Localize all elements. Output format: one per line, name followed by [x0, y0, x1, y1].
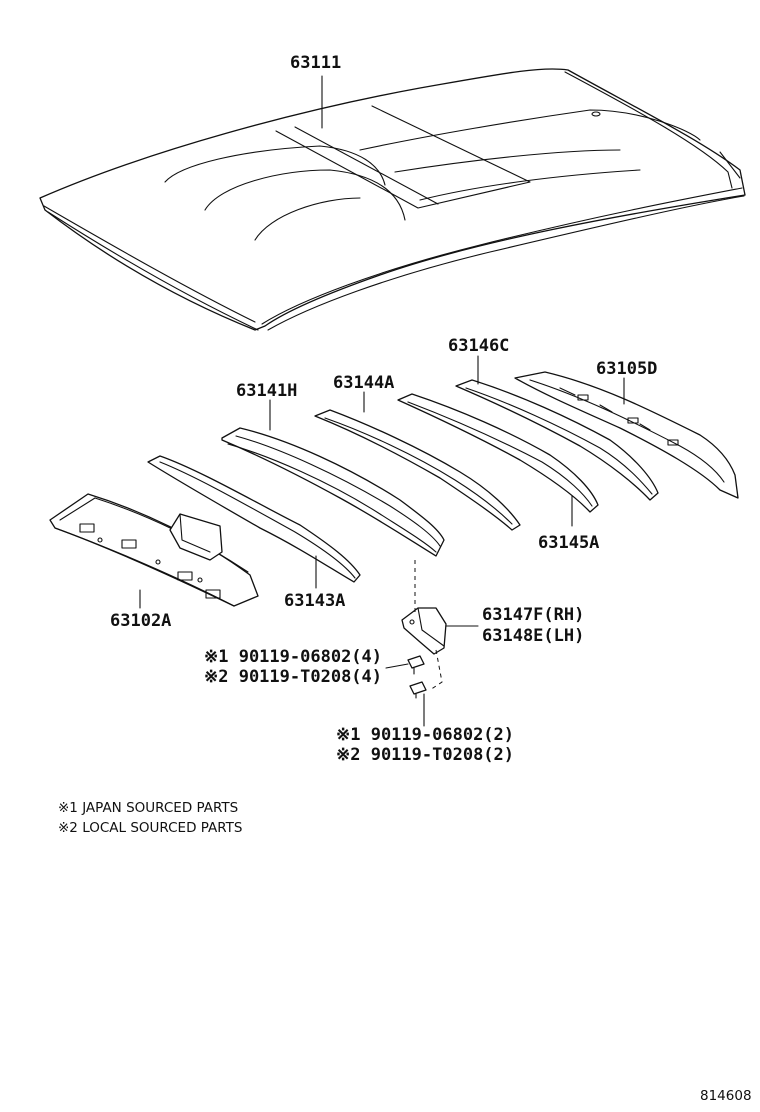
roof-bow-63146C — [455, 379, 659, 501]
label-bolt1-local: ※2 90119-T0208(4) — [204, 667, 382, 687]
label-bow-c: 63146C — [448, 336, 509, 356]
note-local: ※2 LOCAL SOURCED PARTS — [58, 820, 243, 836]
bolt-icon — [407, 655, 425, 675]
label-bow-a: 63144A — [333, 373, 394, 393]
label-roof-panel: 63111 — [290, 53, 341, 73]
roof-bow-63143A — [147, 455, 361, 583]
label-rail-a: 63102A — [110, 611, 171, 631]
label-bow-front: 63143A — [284, 591, 345, 611]
label-bolt2-jp: ※1 90119-06802(2) — [336, 725, 514, 745]
label-bracket-lh: 63148E(LH) — [482, 626, 584, 646]
roof-bracket — [401, 607, 447, 655]
label-bow-h: 63141H — [236, 381, 297, 401]
bolt-icon — [409, 681, 427, 699]
label-bolt2-local: ※2 90119-T0208(2) — [336, 745, 514, 765]
diagram-id: 814608 — [700, 1088, 752, 1104]
label-bracket-rh: 63147F(RH) — [482, 605, 584, 625]
label-bow-rear: 63145A — [538, 533, 599, 553]
roof-rail-63102A — [49, 493, 259, 607]
note-japan: ※1 JAPAN SOURCED PARTS — [58, 800, 238, 816]
label-rail-d: 63105D — [596, 359, 657, 379]
roof-bow-63145A — [397, 393, 599, 513]
roof-bow-63141H — [221, 427, 445, 557]
roof-panel — [39, 68, 746, 331]
roof-bow-63144A — [314, 409, 521, 531]
label-bolt1-jp: ※1 90119-06802(4) — [204, 647, 382, 667]
roof-rail-63105D — [514, 371, 739, 499]
